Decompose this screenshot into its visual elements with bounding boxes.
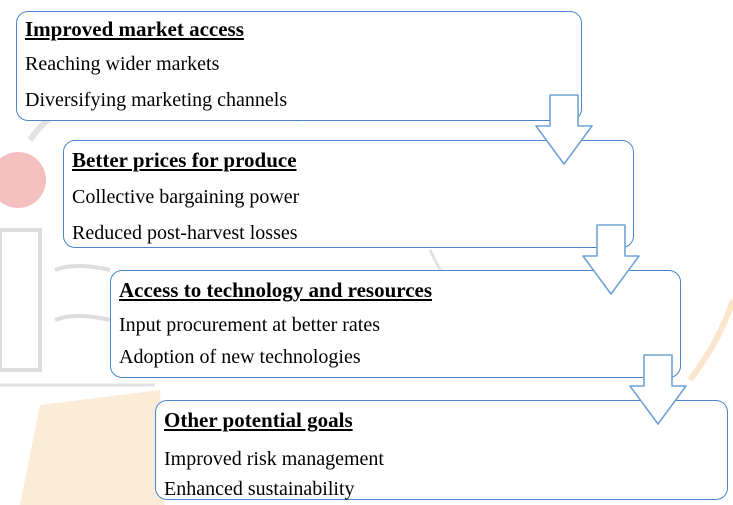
step-item: Enhanced sustainability: [164, 478, 355, 500]
step-item: Reduced post-harvest losses: [72, 222, 298, 244]
step-item: Diversifying marketing channels: [25, 89, 288, 111]
watermark-gray-box: [0, 228, 42, 372]
down-arrow-icon: [535, 94, 593, 165]
step-title: Improved market access: [25, 17, 244, 41]
step-box-market-access: Improved market access Reaching wider ma…: [16, 11, 582, 121]
watermark-gray-loop-2: [54, 314, 111, 322]
watermark-red-circle: [0, 152, 46, 208]
step-item: Reaching wider markets: [25, 53, 220, 75]
step-item: Input procurement at better rates: [119, 314, 380, 336]
watermark-orange-gear: [20, 390, 165, 505]
down-arrow-icon: [629, 354, 687, 425]
down-arrow-icon: [582, 224, 640, 295]
step-box-other-goals: Other potential goals Improved risk mana…: [155, 400, 728, 500]
step-title: Better prices for produce: [72, 148, 297, 172]
step-title: Other potential goals: [164, 408, 353, 432]
step-box-better-prices: Better prices for produce Collective bar…: [63, 140, 634, 248]
step-item: Collective bargaining power: [72, 186, 300, 208]
watermark-gray-loop-1: [54, 264, 111, 272]
step-item: Improved risk management: [164, 448, 384, 470]
step-title: Access to technology and resources: [119, 278, 433, 302]
step-item: Adoption of new technologies: [119, 346, 361, 368]
step-box-technology-resources: Access to technology and resources Input…: [110, 270, 681, 378]
watermark-orange-arc: [687, 299, 733, 382]
